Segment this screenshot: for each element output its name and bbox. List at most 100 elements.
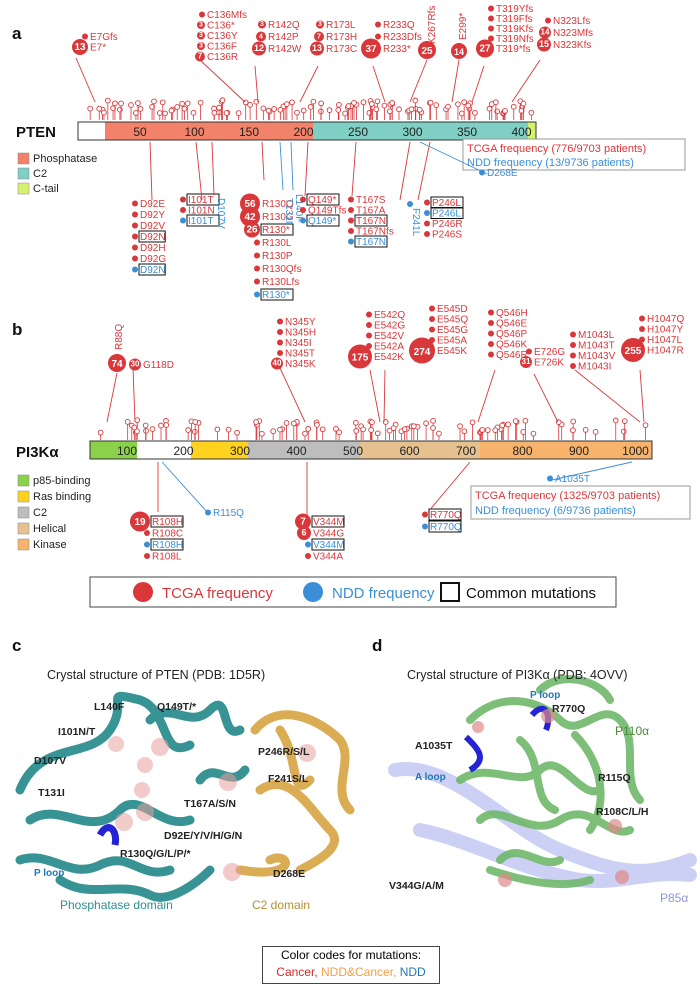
lollipop-head <box>382 419 389 425</box>
tick-label: 400 <box>511 125 531 139</box>
mutation-label: P246S <box>432 230 462 241</box>
lollipop-head <box>416 106 423 113</box>
connector-line <box>199 59 246 103</box>
mutation-label: D268E <box>487 168 518 179</box>
legend-p85: p85-binding <box>33 475 91 487</box>
lollipop-head <box>110 105 116 112</box>
structure-label-d: P85α <box>660 891 689 905</box>
frequency-count: 7 <box>198 51 203 60</box>
frequency-bubble <box>310 41 324 56</box>
legend-ndd-text: NDD frequency <box>332 585 435 602</box>
lollipop-head <box>300 107 307 114</box>
mutation-dot <box>254 265 260 272</box>
mutation-dot <box>545 17 551 24</box>
mutation-label: D92H <box>140 243 166 254</box>
lollipop-head <box>283 101 290 107</box>
mutation-label: R108H <box>152 517 183 528</box>
frequency-bubble <box>240 206 260 227</box>
lollipop-head <box>270 428 277 435</box>
connector-line <box>533 373 559 423</box>
common-mutation-box <box>311 538 345 551</box>
connector-line <box>279 367 306 423</box>
lollipop-head <box>436 430 442 437</box>
lollipop-head <box>386 427 393 434</box>
connector-line <box>639 369 645 423</box>
legend-helical: Helical <box>33 523 66 535</box>
mutation-label: F241L <box>410 208 421 237</box>
mutation-label: T319Kfs <box>496 24 533 35</box>
mutation-label: E542A <box>374 342 404 353</box>
connector-line <box>574 369 641 423</box>
pi3k-ndd-frequency: NDD frequency (6/9736 patients) <box>475 505 636 517</box>
common-mutation-box <box>150 538 184 551</box>
mutation-label: Q546R <box>496 350 528 361</box>
lollipop-head <box>294 109 300 116</box>
lollipop-head <box>333 425 339 432</box>
structure-label-d: V344G/A/M <box>389 880 444 892</box>
mutation-label: D92G <box>140 254 166 265</box>
mutation-label: E726G <box>534 347 565 358</box>
mutation-label: H1047R <box>647 346 684 357</box>
mutation-dot <box>375 21 381 28</box>
mutation-label: T167N <box>356 237 386 248</box>
lollipop-head <box>192 419 199 425</box>
tick-label: 50 <box>133 125 147 139</box>
lollipop-head <box>307 104 314 110</box>
lollipop-head <box>302 430 308 437</box>
legend-tcga-text: TCGA frequency <box>162 585 273 602</box>
mutation-dot <box>180 217 186 224</box>
mutation-dot <box>132 266 138 273</box>
pten-lollipop-stems <box>87 97 535 120</box>
connector-line <box>427 461 471 513</box>
mutation-label: E545K <box>437 346 467 357</box>
mutation-label: E545G <box>437 325 468 336</box>
lollipop-head <box>335 107 342 113</box>
common-mutation-box <box>186 214 220 227</box>
lollipop-head <box>455 101 461 108</box>
mutation-dot <box>254 239 260 246</box>
tick-label: 350 <box>457 125 477 139</box>
pi3k-protein-label: PI3Kα <box>16 444 59 461</box>
mutation-dot <box>488 330 494 337</box>
mutation-label: E542Q <box>374 310 405 321</box>
mutation-label: C136Y <box>207 31 238 42</box>
lollipop-head <box>368 427 375 433</box>
lollipop-head <box>412 97 419 104</box>
frequency-bubble <box>271 357 283 370</box>
mutation-dot <box>144 541 150 548</box>
lollipop-head <box>219 97 226 104</box>
lollipop-head <box>381 102 388 109</box>
structure-label-c: T131I <box>38 787 65 799</box>
mutation-dot <box>132 211 138 218</box>
lollipop-head <box>336 429 342 436</box>
frequency-count: 42 <box>244 212 256 223</box>
mutation-dot <box>429 305 435 312</box>
lollipop-head <box>570 427 576 434</box>
lollipop-head <box>387 108 393 115</box>
mutation-dot <box>526 348 532 355</box>
lollipop-head <box>427 99 434 106</box>
common-mutation-box <box>311 515 345 528</box>
common-mutation-box <box>354 235 388 248</box>
mutation-label: M1043I <box>578 362 611 373</box>
connector-line <box>106 372 118 423</box>
tick-label: 200 <box>293 125 313 139</box>
mutation-label: R130Qfs <box>262 264 301 275</box>
phosphatase-domain-ribbon <box>15 691 250 902</box>
mutation-label: N323Mfs <box>553 28 593 39</box>
lollipop-head <box>430 425 436 431</box>
pi3k-domain-bar: PI3Kα <box>16 440 653 461</box>
lollipop-head <box>620 428 627 435</box>
frequency-bubble <box>451 43 467 59</box>
connector-line <box>161 461 209 514</box>
tick-label: 600 <box>399 444 419 458</box>
frequency-count: 3 <box>260 21 264 28</box>
lollipop-head <box>351 100 357 106</box>
lollipop-head <box>461 428 468 435</box>
frequency-count: 14 <box>541 28 550 37</box>
mutation-label: R130* <box>262 290 290 301</box>
mutation-label: Q546H <box>496 308 528 319</box>
lollipop-head <box>457 423 463 430</box>
mutation-dot <box>180 196 186 203</box>
